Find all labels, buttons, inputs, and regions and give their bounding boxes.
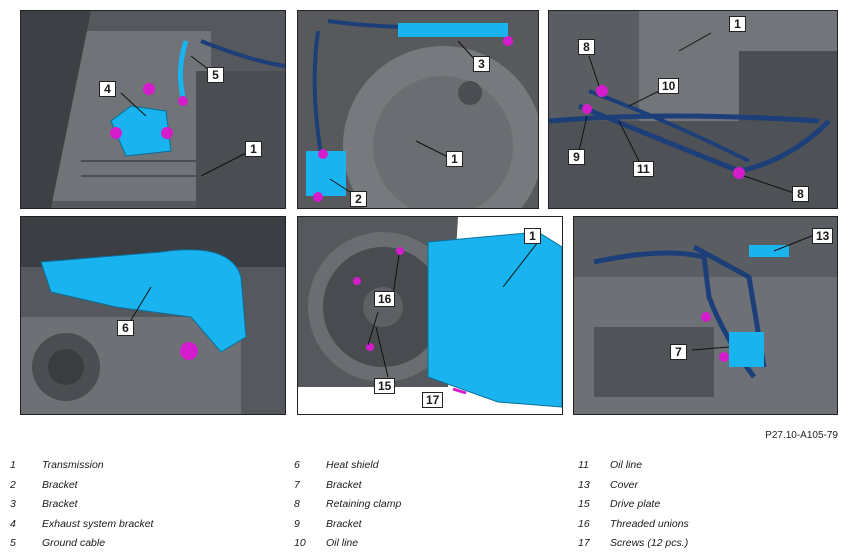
legend-item: 16 Threaded unions: [578, 518, 848, 538]
legend-number: 15: [578, 498, 590, 510]
legend-column-2: 6 Heat shield 7 Bracket 8 Retaining clam…: [294, 459, 564, 557]
legend-item: 2 Bracket: [10, 479, 280, 499]
legend-item: 7 Bracket: [294, 479, 564, 499]
legend-item: 10 Oil line: [294, 537, 564, 557]
callout-11: 11: [633, 161, 654, 177]
callout-8: 8: [578, 39, 595, 55]
legend-item: 11 Oil line: [578, 459, 848, 479]
legend-number: 16: [578, 517, 590, 530]
panel-4-drawing: [21, 217, 285, 414]
callout-4: 4: [99, 81, 116, 97]
panel-5-drawing: [298, 217, 562, 414]
panel-1-drawing: [21, 11, 285, 208]
callout-8: 8: [792, 186, 809, 202]
legend-item: 5 Ground cable: [10, 537, 280, 557]
illustration-panel-2: 1 2 3: [297, 10, 539, 209]
legend-item: 15 Drive plate: [578, 498, 848, 518]
legend-label: Threaded unions: [610, 517, 689, 530]
callout-1: 1: [446, 151, 463, 167]
legend-label: Bracket: [42, 498, 78, 510]
legend-column-1: 1 Transmission 2 Bracket 3 Bracket 4 Exh…: [10, 459, 280, 557]
illustration-panel-5: 1 16 15 17: [297, 216, 563, 415]
callout-15: 15: [374, 378, 396, 394]
legend-label: Ground cable: [42, 537, 106, 549]
legend-label: Screws (12 pcs.): [610, 537, 689, 549]
illustration-panel-4: 6: [20, 216, 286, 415]
legend-number: 17: [578, 537, 590, 549]
callout-16: 16: [374, 291, 396, 307]
callout-10: 10: [658, 78, 680, 94]
legend-number: 2: [10, 478, 16, 491]
legend-label: Oil line: [326, 537, 359, 549]
illustration-panel-1: 1 4 5: [20, 10, 286, 209]
legend-item: 1 Transmission: [10, 459, 280, 479]
legend-number: 3: [10, 498, 16, 510]
figure-reference-code: P27.10-A105-79: [765, 430, 838, 441]
legend-item: 6 Heat shield: [294, 459, 564, 479]
callout-6: 6: [117, 320, 134, 336]
callout-7: 7: [670, 344, 687, 360]
legend-number: 7: [294, 478, 300, 491]
legend-item: 17 Screws (12 pcs.): [578, 537, 848, 557]
legend-column-3: 11 Oil line 13 Cover 15 Drive plate 16 T…: [578, 459, 848, 557]
legend-label: Bracket: [42, 478, 78, 491]
legend-number: 9: [294, 517, 300, 530]
legend-label: Bracket: [326, 517, 362, 530]
legend-number: 11: [578, 459, 589, 471]
legend-label: Exhaust system bracket: [42, 517, 154, 530]
legend-number: 8: [294, 498, 300, 510]
legend-number: 4: [10, 517, 16, 530]
callout-5: 5: [207, 67, 224, 83]
callout-3: 3: [473, 56, 490, 72]
illustration-panel-3: 1 8 10 9 11 8: [548, 10, 838, 209]
callout-17: 17: [422, 392, 444, 408]
callout-13: 13: [812, 228, 834, 244]
callout-1: 1: [245, 141, 262, 157]
legend-number: 13: [578, 478, 590, 491]
legend-number: 6: [294, 459, 300, 471]
legend-label: Bracket: [326, 478, 362, 491]
legend-item: 3 Bracket: [10, 498, 280, 518]
callout-1: 1: [729, 16, 746, 32]
legend-label: Transmission: [42, 459, 104, 471]
legend-label: Oil line: [610, 459, 643, 471]
callout-2: 2: [350, 191, 367, 207]
panel-6-drawing: [574, 217, 837, 414]
legend-number: 1: [10, 459, 16, 471]
callout-1: 1: [524, 228, 541, 244]
legend-number: 5: [10, 537, 16, 549]
legend-label: Retaining clamp: [326, 498, 402, 510]
legend-item: 13 Cover: [578, 479, 848, 499]
panel-2-drawing: [298, 11, 538, 208]
legend-item: 4 Exhaust system bracket: [10, 518, 280, 538]
callout-9: 9: [568, 149, 585, 165]
legend-label: Drive plate: [610, 498, 661, 510]
legend-label: Heat shield: [326, 459, 379, 471]
legend-item: 8 Retaining clamp: [294, 498, 564, 518]
panel-3-drawing: [549, 11, 837, 208]
legend-number: 10: [294, 537, 306, 549]
legend-label: Cover: [610, 478, 639, 491]
illustration-panel-6: 13 7: [573, 216, 838, 415]
legend-item: 9 Bracket: [294, 518, 564, 538]
